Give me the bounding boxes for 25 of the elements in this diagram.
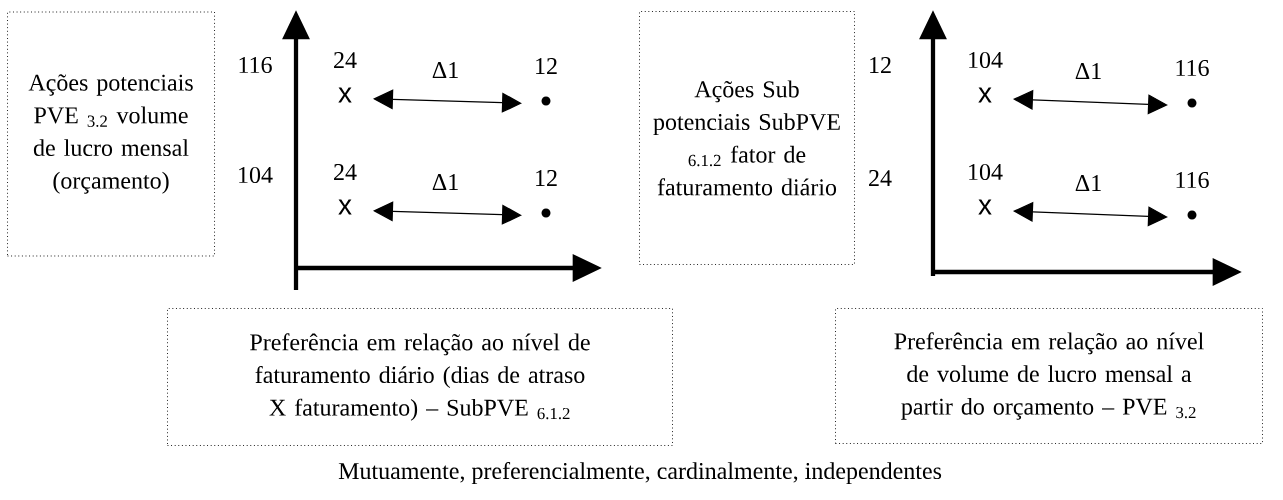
value-label: 24 — [334, 164, 357, 180]
cross-marker: x — [338, 87, 352, 103]
double-arrow — [373, 201, 522, 225]
value-label: 116 — [1176, 171, 1209, 189]
value-label: 104 — [969, 163, 1003, 181]
text-box: Preferência em relação ao nível de faturamento diário (dias de atraso X faturamento) – SubPVE $_{6.1.2}$ — [167, 308, 673, 446]
double-arrow — [373, 89, 522, 113]
edge-label: Δ1 — [1073, 61, 1104, 81]
cross-marker: x — [978, 87, 992, 103]
edge-label: Δ1 — [430, 60, 461, 80]
text-box: Ações Sub potenciais SubPVE $_{6.1.2}$ fator de faturamento diário — [639, 11, 855, 265]
edge-label: Δ1 — [430, 172, 461, 192]
axis-value: 116 — [239, 56, 272, 74]
caption: Mutuamente, preferencialmente, cardinalmente, independentes — [338, 462, 942, 484]
value-label: 24 — [334, 52, 357, 68]
axis-value: 104 — [239, 166, 273, 184]
cross-marker: x — [978, 199, 992, 215]
value-label: 12 — [536, 58, 557, 74]
value-label: 116 — [1176, 59, 1209, 77]
value-label: 12 — [536, 170, 557, 186]
text-box: Ações potenciais PVE $_{3.2}$ volume de lucro mensal (orçamento) — [7, 11, 215, 257]
text-box: Preferência em relação ao nível de volume de lucro mensal a partir do orçamento – PVE $_{3.2}$ — [835, 308, 1263, 444]
value-label: 104 — [969, 51, 1003, 69]
cross-marker: x — [338, 199, 352, 215]
edge-label: Δ1 — [1073, 173, 1104, 193]
